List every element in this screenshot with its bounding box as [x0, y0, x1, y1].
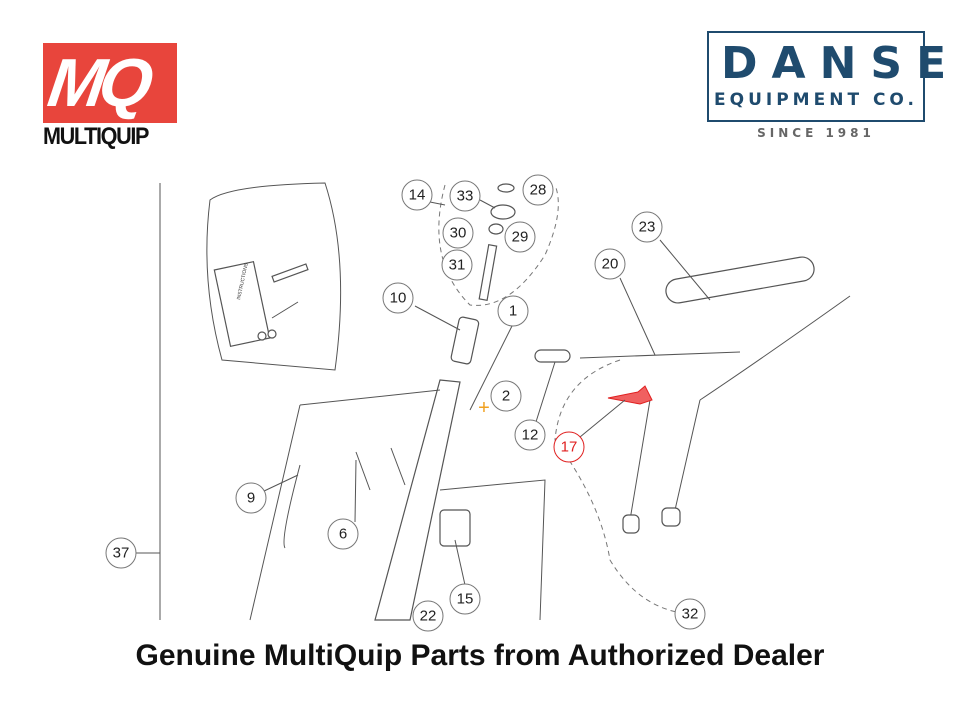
throttle-lever-17: [607, 385, 653, 405]
main-column: [374, 379, 461, 621]
callout-28: 28: [522, 174, 554, 206]
callout-circle: [449, 583, 481, 615]
callout-label: 10: [390, 290, 407, 307]
handle-bar: [579, 351, 741, 359]
grip-23: [665, 256, 815, 304]
callout-6: 6: [327, 518, 359, 550]
callout-label: 20: [602, 256, 619, 273]
bracket-15: [439, 509, 471, 547]
multiquip-wordmark: MULTIQUIP: [43, 123, 149, 150]
callout-label: 22: [420, 608, 437, 625]
callout-circle: [327, 518, 359, 550]
nut: [257, 331, 267, 341]
callout-circle: [631, 211, 663, 243]
callout-circle: [490, 380, 522, 412]
callout-12: 12: [514, 419, 546, 451]
callout-circle: [382, 282, 414, 314]
callout-1: 1: [497, 295, 529, 327]
multiquip-logo: MQ: [43, 43, 177, 123]
handle-frame: [629, 295, 851, 521]
callout-17: 17: [553, 431, 585, 463]
callout-label: 15: [457, 591, 474, 608]
callout-label: 31: [449, 257, 466, 274]
callout-label: 29: [512, 229, 529, 246]
callout-label: 2: [502, 388, 510, 405]
pivot-block: [622, 514, 640, 534]
callout-circle: [441, 249, 473, 281]
cap-33: [490, 204, 516, 220]
group-outline-32: [554, 359, 691, 615]
sleeve-10: [450, 316, 480, 365]
cable-9: [283, 464, 301, 549]
callout-label: 6: [339, 526, 347, 543]
kit-bag: [206, 182, 342, 371]
callout-29: 29: [504, 221, 536, 253]
callout-label: 28: [530, 182, 547, 199]
callout-circle: [497, 295, 529, 327]
callout-37: 37: [105, 537, 137, 569]
callout-label: 12: [522, 427, 539, 444]
bolt: [271, 301, 299, 319]
callout-label: 14: [409, 187, 426, 204]
danse-name: DANSE: [721, 38, 960, 89]
callout-circle: [504, 221, 536, 253]
callout-32: 32: [674, 598, 706, 630]
callout-circle: [522, 174, 554, 206]
callout-circle: [594, 248, 626, 280]
bolt: [390, 447, 406, 486]
callout-circle: [105, 537, 137, 569]
callout-circle: [449, 180, 481, 212]
callout-22: 22: [412, 600, 444, 632]
callout-2: 2: [490, 380, 522, 412]
caption: Genuine MultiQuip Parts from Authorized …: [135, 639, 825, 672]
callout-label: 33: [457, 188, 474, 205]
callout-20: 20: [594, 248, 626, 280]
bushing-29: [488, 223, 504, 235]
callout-31: 31: [441, 249, 473, 281]
danse-logo: DANSE EQUIPMENT CO.: [707, 31, 960, 122]
callout-circle: [442, 217, 474, 249]
instruction-card: [213, 260, 271, 348]
callout-label: 9: [247, 490, 255, 507]
callout-circle: [674, 598, 706, 630]
callout-circle: [235, 482, 267, 514]
grip-12: [534, 349, 571, 363]
callout-circle: [401, 179, 433, 211]
callout-label: 17: [561, 439, 578, 456]
callout-circle: [553, 431, 585, 463]
marker-plus: +: [478, 397, 490, 419]
washer-28: [497, 183, 515, 193]
callout-23: 23: [631, 211, 663, 243]
danse-since: SINCE 1981: [757, 126, 875, 140]
bolt-6: [355, 451, 371, 491]
callout-label: 30: [450, 225, 467, 242]
callout-10: 10: [382, 282, 414, 314]
pivot-block: [661, 507, 681, 527]
nut: [267, 329, 277, 339]
group-outline-14: [438, 184, 559, 306]
callout-label: 32: [682, 606, 699, 623]
callout-label: 1: [509, 303, 517, 320]
frame-lines: [249, 389, 546, 621]
callout-9: 9: [235, 482, 267, 514]
danse-subtitle: EQUIPMENT CO.: [714, 90, 918, 110]
callout-30: 30: [442, 217, 474, 249]
callout-14: 14: [401, 179, 433, 211]
leader-lines: [135, 199, 711, 586]
callout-circle: [514, 419, 546, 451]
callout-label: 37: [113, 545, 130, 562]
callout-label: 23: [639, 219, 656, 236]
spring: [271, 263, 309, 283]
rod-31: [478, 244, 498, 301]
callout-33: 33: [449, 180, 481, 212]
callout-15: 15: [449, 583, 481, 615]
callout-circle: [412, 600, 444, 632]
